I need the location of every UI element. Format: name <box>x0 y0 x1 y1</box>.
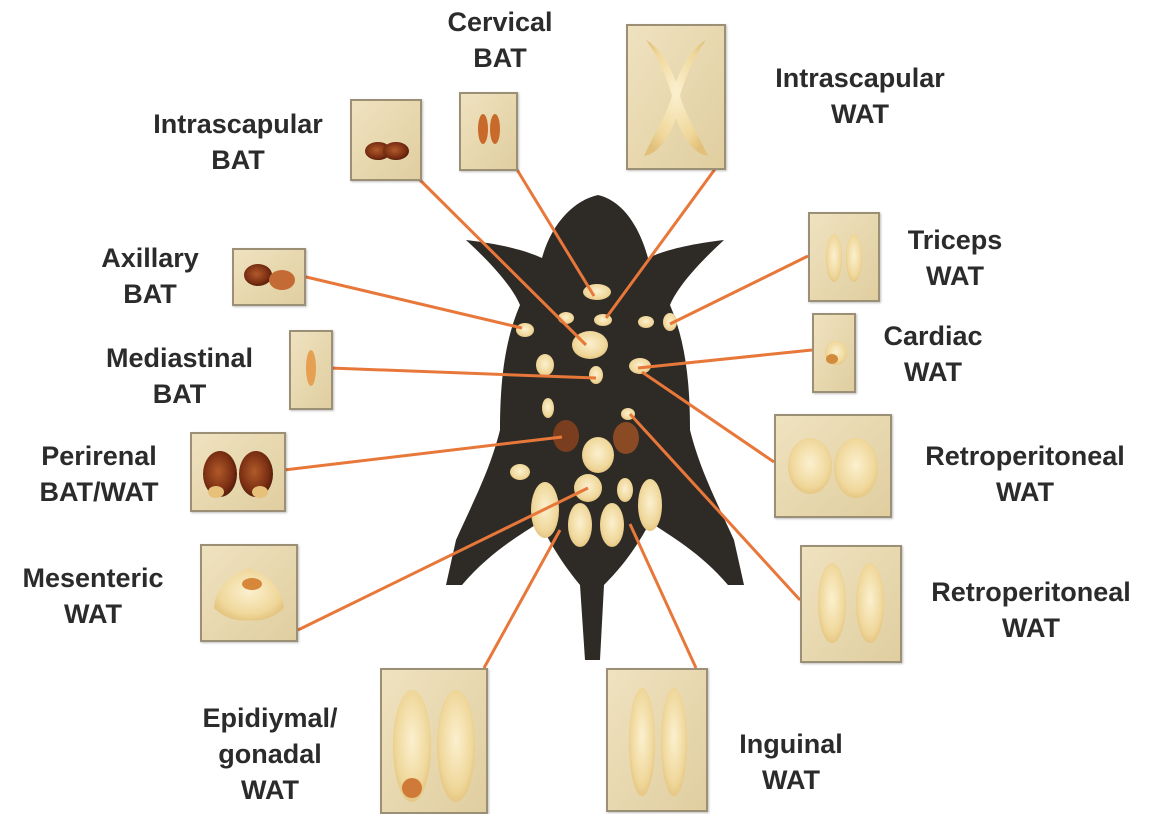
photo-intrascapular-wat <box>626 24 726 170</box>
photo-retroperitoneal-wat-lower <box>800 545 902 663</box>
photo-cervical-bat <box>459 92 518 171</box>
photo-epididymal-wat <box>380 668 488 814</box>
photo-cardiac-wat <box>812 313 856 393</box>
mouse-silhouette <box>446 195 744 660</box>
photo-perirenal <box>190 432 286 512</box>
leader-line-axillary-bat <box>302 276 522 328</box>
photo-mediastinal-bat <box>289 330 333 410</box>
photo-inguinal-wat <box>606 668 708 812</box>
photo-mesenteric-wat <box>200 544 298 642</box>
photo-intrascapular-bat <box>350 99 422 181</box>
photo-retroperitoneal-wat-upper <box>774 414 892 518</box>
photo-axillary-bat <box>232 248 306 306</box>
photo-triceps-wat <box>808 212 880 302</box>
